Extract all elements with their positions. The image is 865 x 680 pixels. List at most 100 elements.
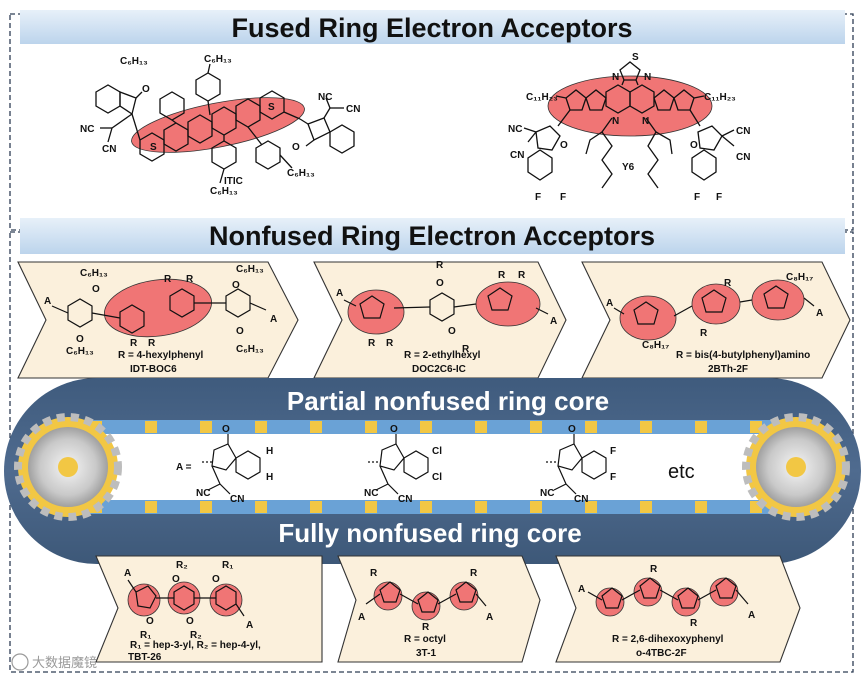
2bth-2f-name: 2BTh-2F [708,364,748,375]
svg-text:R: R [700,328,708,339]
svg-text:O: O [142,84,150,95]
svg-text:O: O [690,140,698,151]
svg-text:R: R [518,270,526,281]
svg-text:N: N [644,72,651,83]
y6-structure: S N N N N C₁₁H₂₃ C₁₁H₂₃ O O NC CN CN CN … [508,52,750,203]
svg-text:NC: NC [364,488,378,499]
svg-text:C₈H₁₇: C₈H₁₇ [642,340,669,351]
svg-text:R: R [370,568,378,579]
svg-text:CN: CN [736,126,750,137]
fused-title: Fused Ring Electron Acceptors [231,13,632,43]
svg-text:O: O [76,334,84,345]
svg-text:O: O [92,284,100,295]
right-gear [742,413,850,521]
partial-core-label: Partial nonfused ring core [287,386,609,416]
svg-text:O: O [212,574,220,585]
svg-text:NC: NC [508,124,522,135]
fused-frame [9,13,854,231]
svg-text:R: R [462,344,470,355]
etc-label: etc [668,461,695,483]
svg-text:NC: NC [318,92,332,103]
svg-text:CN: CN [736,152,750,163]
end-groups: A = O NC CN H H O NC CN Cl Cl [176,424,616,505]
svg-text:A: A [550,316,557,327]
panel-tbt-26: A A R₂ O R₁ O O R₁ O R₂ R₁ = hep-3-yl, R… [95,555,323,663]
svg-text:CN: CN [346,104,360,115]
svg-text:H: H [266,446,273,457]
svg-text:A: A [816,308,823,319]
idt-boc6-substituent: R = 4-hexylphenyl [118,350,204,361]
3t-1-substituent: R = octyl [404,634,446,645]
watermark-text: 大数据魔镜 [32,656,97,671]
svg-text:F: F [610,472,616,483]
svg-text:O: O [292,142,300,153]
svg-text:N: N [612,116,619,127]
svg-text:R: R [650,564,658,575]
conveyor-belt: Partial nonfused ring core Fully nonfuse… [4,378,861,564]
svg-text:R: R [164,274,172,285]
svg-text:A: A [486,612,493,623]
watermark: 大数据魔镜 [11,653,97,671]
doc2c6-ic-substituent: R = 2-ethylhexyl [404,350,481,361]
svg-text:F: F [560,192,566,203]
svg-text:R: R [368,338,376,349]
svg-text:A: A [358,612,365,623]
svg-text:C₁₁H₂₃: C₁₁H₂₃ [704,92,736,103]
svg-text:S: S [268,102,275,113]
svg-text:C₆H₁₃: C₆H₁₃ [80,268,108,279]
svg-text:O: O [568,424,576,435]
svg-text:A: A [246,620,253,631]
svg-text:A: A [270,314,277,325]
svg-text:O: O [390,424,398,435]
svg-text:A: A [578,584,585,595]
svg-text:CN: CN [398,494,412,505]
nonfused-title: Nonfused Ring Electron Acceptors [209,221,655,251]
svg-text:S: S [150,142,157,153]
y6-name: Y6 [622,162,635,173]
svg-text:CN: CN [102,144,116,155]
3t-1-name: 3T-1 [416,648,436,659]
tbt-26-name: TBT-26 [128,652,162,663]
svg-text:R₂: R₂ [176,560,188,571]
svg-text:C₆H₁₃: C₆H₁₃ [287,168,315,179]
svg-text:NC: NC [80,124,94,135]
svg-text:R: R [690,618,698,629]
svg-text:CN: CN [574,494,588,505]
itic-structure: C₆H₁₃ C₆H₁₃ C₆H₁₃ C₆H₁₃ O O NC CN NC CN … [80,54,360,197]
idt-boc6-name: IDT-BOC6 [130,364,177,375]
svg-text:A: A [606,298,613,309]
svg-text:N: N [642,116,649,127]
left-gear [14,413,122,521]
itic-name: ITIC [224,176,243,187]
svg-text:C₁₁H₂₃: C₁₁H₂₃ [526,92,558,103]
svg-text:C₆H₁₃: C₆H₁₃ [236,344,264,355]
svg-text:R: R [470,568,478,579]
svg-text:C₆H₁₃: C₆H₁₃ [236,264,264,275]
svg-text:O: O [448,326,456,337]
panel-doc2c6-ic: R O O R R R R R A A R = 2-ethylhexyl DOC… [313,260,567,379]
svg-text:A =: A = [176,462,192,473]
svg-text:R: R [148,338,156,349]
svg-text:O: O [172,574,180,585]
svg-text:C₆H₁₃: C₆H₁₃ [210,186,238,197]
svg-text:O: O [186,616,194,627]
svg-text:NC: NC [540,488,554,499]
doc2c6-ic-name: DOC2C6-IC [412,364,466,375]
svg-text:O: O [560,140,568,151]
svg-text:R₂: R₂ [190,630,202,641]
svg-text:O: O [146,616,154,627]
svg-text:R: R [386,338,394,349]
svg-text:F: F [535,192,541,203]
svg-text:Cl: Cl [432,472,442,483]
nonfused-title-bar [20,218,845,254]
svg-text:S: S [632,52,639,63]
fused-title-bar [20,10,845,44]
svg-text:CN: CN [230,494,244,505]
svg-text:Cl: Cl [432,446,442,457]
svg-text:A: A [748,610,755,621]
svg-text:H: H [266,472,273,483]
svg-text:R₁: R₁ [140,630,151,641]
svg-text:CN: CN [510,150,524,161]
panel-2bth-2f: A A R R C₈H₁₇ C₈H₁₇ R = bis(4-butylpheny… [581,261,851,379]
